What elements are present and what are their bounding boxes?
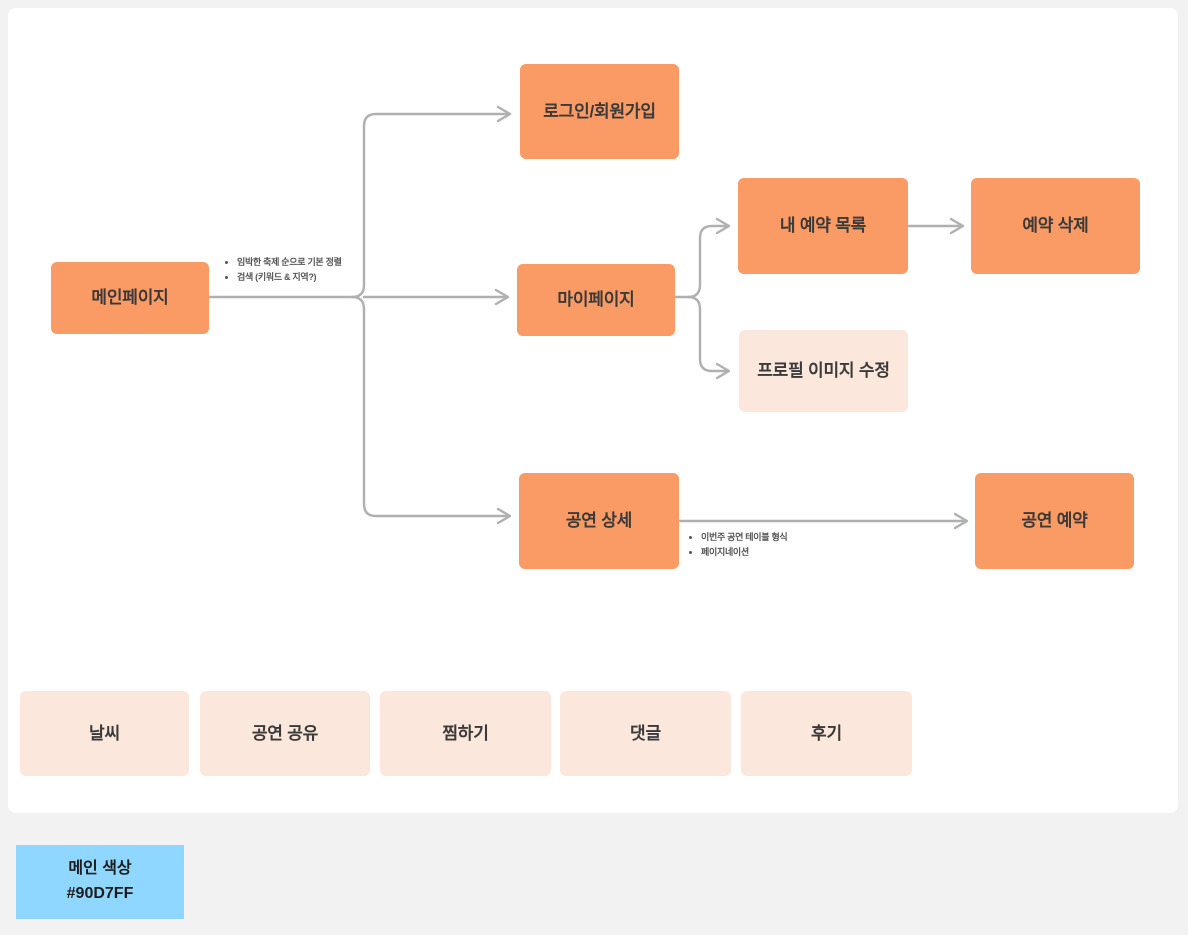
swatch-hex: #90D7FF	[66, 885, 134, 902]
node-reservation-delete[interactable]: 예약 삭제	[971, 178, 1140, 274]
node-feature-review[interactable]: 후기	[741, 691, 912, 776]
swatch-label: 메인 색상	[68, 860, 132, 878]
node-feature-share[interactable]: 공연 공유	[200, 691, 370, 776]
note-performance-detail-item-1: 이번주 공연 테이블 형식	[701, 530, 850, 545]
note-main-page-item-2: 검색 (키워드 & 지역?)	[237, 270, 376, 285]
main-color-swatch: 메인 색상 #90D7FF	[16, 845, 184, 919]
note-main-page: 임박한 축제 순으로 기본 정렬 검색 (키워드 & 지역?)	[226, 255, 376, 285]
node-performance-detail[interactable]: 공연 상세	[519, 473, 679, 569]
node-login-signup[interactable]: 로그인/회원가입	[520, 64, 679, 159]
node-performance-reserve[interactable]: 공연 예약	[975, 473, 1134, 569]
node-feature-favorite[interactable]: 찜하기	[380, 691, 551, 776]
note-main-page-item-1: 임박한 축제 순으로 기본 정렬	[237, 255, 376, 270]
note-performance-detail: 이번주 공연 테이블 형식 페이지네이션	[690, 530, 850, 560]
note-performance-detail-item-2: 페이지네이션	[701, 545, 850, 560]
node-profile-image-edit[interactable]: 프로필 이미지 수정	[739, 330, 908, 412]
node-main-page[interactable]: 메인페이지	[51, 262, 209, 334]
node-feature-comment[interactable]: 댓글	[560, 691, 731, 776]
node-my-page[interactable]: 마이페이지	[517, 264, 675, 336]
node-feature-weather[interactable]: 날씨	[20, 691, 189, 776]
node-my-reservation-list[interactable]: 내 예약 목록	[738, 178, 908, 274]
